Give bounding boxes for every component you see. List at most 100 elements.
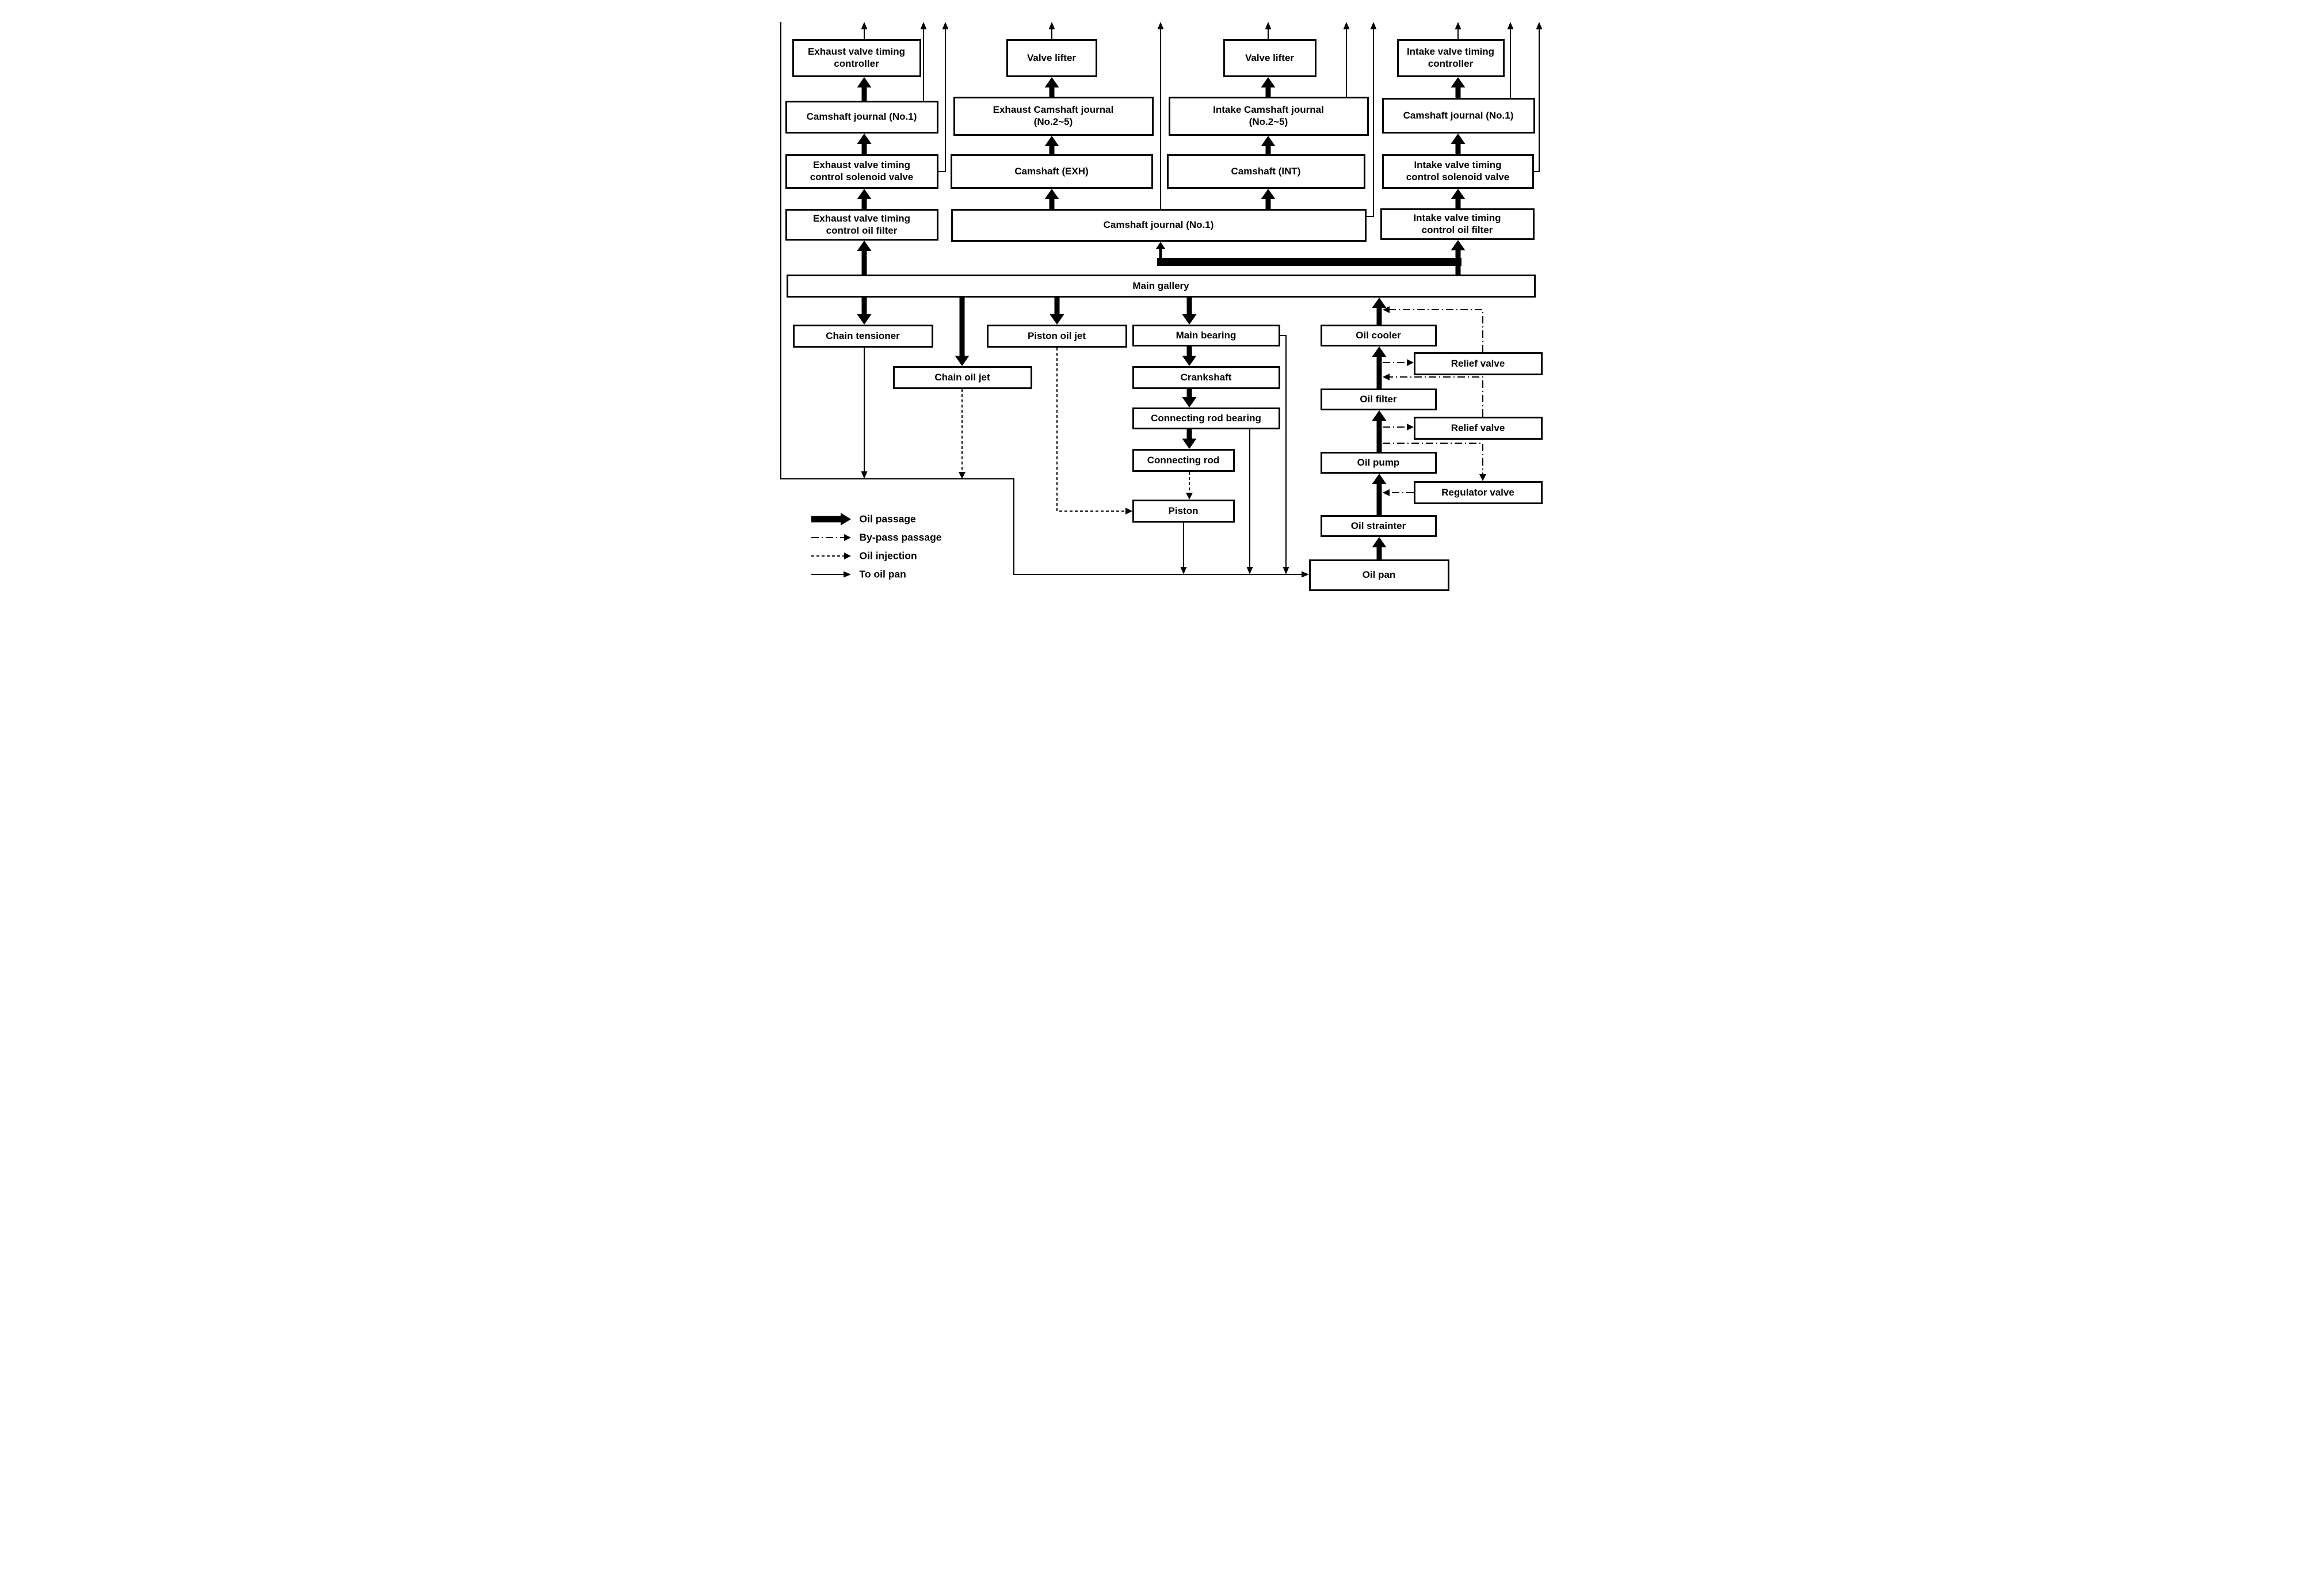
camshaft-journal-no1-right-box: Camshaft journal (No.1) [1382, 98, 1535, 134]
connecting-rod-bearing-drain-head [1246, 567, 1253, 574]
intake-camshaft-journal-label: Intake Camshaft journal (No.2~5) [1213, 104, 1324, 127]
piston-oil-jet-injection-head [1125, 508, 1132, 515]
exhaust-solenoid-up-head [942, 22, 948, 29]
oil-passage-arrow-2-head [857, 134, 871, 144]
exhaust-vvt-oil-filter-label: Exhaust valve timing control oil filter [812, 212, 911, 236]
connecting-rod-label: Connecting rod [1147, 454, 1220, 466]
exhaust-camshaft-journal-box: Exhaust Camshaft journal (No.2~5) [953, 97, 1154, 136]
chain-tensioner-label: Chain tensioner [826, 330, 900, 341]
oil-passage-arrow-25-head [1372, 298, 1386, 308]
intake-vvt-solenoid-label: Intake valve timing control solenoid val… [1406, 159, 1510, 182]
oil-cooler-label: Oil cooler [1356, 329, 1401, 341]
intake-vvt-controller-label: Intake valve timing controller [1406, 46, 1495, 69]
oil-passage-arrow-14-head [857, 314, 871, 325]
oil-passage-arrow-9-head [1261, 77, 1275, 87]
regulator-feed-line [1382, 443, 1483, 474]
camshaft-exh-label: Camshaft (EXH) [1014, 165, 1089, 177]
oil-passage-arrow-16-head [1050, 314, 1064, 325]
legend-item-label: By-pass passage [859, 531, 942, 543]
camshaft-journal-no1-wide-label: Camshaft journal (No.1) [1103, 219, 1214, 231]
piston-oil-jet-box: Piston oil jet [986, 325, 1127, 348]
exhaust-controller-up-head [861, 22, 867, 29]
intake-vvt-oil-filter-box: Intake valve timing control oil filter [1380, 208, 1535, 240]
oil-pump-label: Oil pump [1357, 456, 1400, 468]
oil-pump-box: Oil pump [1320, 452, 1437, 474]
oil-passage-bar-0 [1157, 258, 1461, 266]
chain-oil-jet-box: Chain oil jet [892, 366, 1032, 389]
exhaust-vvt-oil-filter-box: Exhaust valve timing control oil filter [785, 209, 938, 241]
oil-passage-arrow-20-head [1182, 439, 1196, 449]
camshaft-int-label: Camshaft (INT) [1231, 165, 1301, 177]
connecting-rod-bearing-box: Connecting rod bearing [1132, 407, 1280, 429]
chain-oil-jet-label: Chain oil jet [934, 371, 990, 383]
oil-passage-arrow-3-head [857, 77, 871, 87]
relief-valve-lower-label: Relief valve [1451, 422, 1505, 433]
chain-oil-jet-injection-head [958, 472, 966, 479]
legend-oil-passage-arrow-head [840, 513, 851, 525]
oil-cooler-box: Oil cooler [1320, 325, 1437, 346]
piston-label: Piston [1168, 505, 1199, 516]
relief-valve-upper-box: Relief valve [1413, 352, 1543, 375]
oil-passage-arrow-13-head [1451, 77, 1465, 87]
piston-oil-jet-injection-line [1056, 348, 1125, 512]
exhaust-vvt-solenoid-box: Exhaust valve timing control solenoid va… [785, 154, 938, 189]
main-bearing-label: Main bearing [1176, 329, 1237, 341]
legend-item-label: Oil passage [859, 513, 916, 525]
oil-strainter-label: Oil strainter [1350, 520, 1406, 531]
intake-solenoid-up-head [1536, 22, 1542, 29]
regulator-valve-box: Regulator valve [1413, 481, 1543, 504]
intake-camshaft-journal-box: Intake Camshaft journal (No.2~5) [1168, 97, 1369, 136]
valve-lifter-int-box: Valve lifter [1223, 39, 1316, 77]
oil-filter-label: Oil filter [1360, 393, 1397, 405]
oil-filter-box: Oil filter [1320, 388, 1437, 410]
to-oil-pan-collector-head [1301, 571, 1309, 578]
oil-strainter-box: Oil strainter [1320, 515, 1437, 537]
relief-lower-return-head [1382, 374, 1390, 380]
exhaust-vvt-controller-label: Exhaust valve timing controller [807, 46, 906, 69]
relief-lower-return-line [1389, 376, 1483, 417]
camshaft-journal-wide-up-head [1157, 22, 1163, 29]
oil-passage-arrow-24-head [1372, 346, 1386, 357]
legend-item-label: Oil injection [859, 550, 917, 562]
intake-controller-up-head [1455, 22, 1461, 29]
piston-oil-jet-label: Piston oil jet [1027, 330, 1086, 341]
connecting-rod-box: Connecting rod [1132, 449, 1235, 472]
camshaft-journal-no1-right-label: Camshaft journal (No.1) [1403, 109, 1514, 121]
chain-tensioner-box: Chain tensioner [792, 325, 933, 348]
oil-passage-arrow-11-head [1451, 189, 1465, 199]
legend-item-label: To oil pan [859, 568, 906, 580]
intake-vvt-oil-filter-label: Intake valve timing control oil filter [1413, 212, 1501, 235]
oil-passage-arrow-19-head [1182, 397, 1196, 407]
to-oil-pan-collector-line [780, 22, 1302, 575]
camshaft-journal-right-up-head [1507, 22, 1513, 29]
valve-lifter-int-label: Valve lifter [1245, 52, 1295, 63]
main-bearing-drain-line [1280, 335, 1287, 567]
main-bearing-box: Main bearing [1132, 325, 1280, 346]
chain-tensioner-drain-head [861, 471, 867, 479]
camshaft-int-box: Camshaft (INT) [1166, 154, 1365, 189]
oil-passage-branch-arrow-0-head [1155, 242, 1165, 249]
valve-lifter-int-up-head [1265, 22, 1271, 29]
relief-upper-feed-head [1406, 359, 1414, 366]
exhaust-vvt-solenoid-label: Exhaust valve timing control solenoid va… [810, 159, 914, 182]
relief-upper-return-line [1389, 309, 1483, 352]
oil-passage-arrow-12-head [1451, 134, 1465, 144]
connecting-rod-bearing-label: Connecting rod bearing [1151, 412, 1261, 424]
camshaft-journal-no1-left-label: Camshaft journal (No.1) [806, 111, 917, 123]
oil-passage-arrow-1-head [857, 189, 871, 199]
main-gallery-label: Main gallery [1132, 280, 1189, 291]
oil-pan-label: Oil pan [1362, 569, 1396, 581]
valve-lifter-exh-up-head [1048, 22, 1055, 29]
camshaft-journal-no1-left-box: Camshaft journal (No.1) [785, 101, 938, 134]
crankshaft-box: Crankshaft [1132, 366, 1280, 389]
oil-passage-arrow-15-head [955, 356, 969, 366]
oil-passage-arrow-18-head [1182, 356, 1196, 366]
relief-upper-return-head [1382, 306, 1390, 313]
relief-valve-upper-label: Relief valve [1451, 357, 1505, 369]
legend-solid-arrow-head [843, 571, 851, 578]
oil-passage-arrow-6-head [1044, 77, 1059, 87]
valve-lifter-exh-label: Valve lifter [1026, 52, 1077, 63]
intake-vvt-controller-box: Intake valve timing controller [1396, 39, 1505, 77]
legend-dashed-arrow-head [844, 553, 851, 559]
